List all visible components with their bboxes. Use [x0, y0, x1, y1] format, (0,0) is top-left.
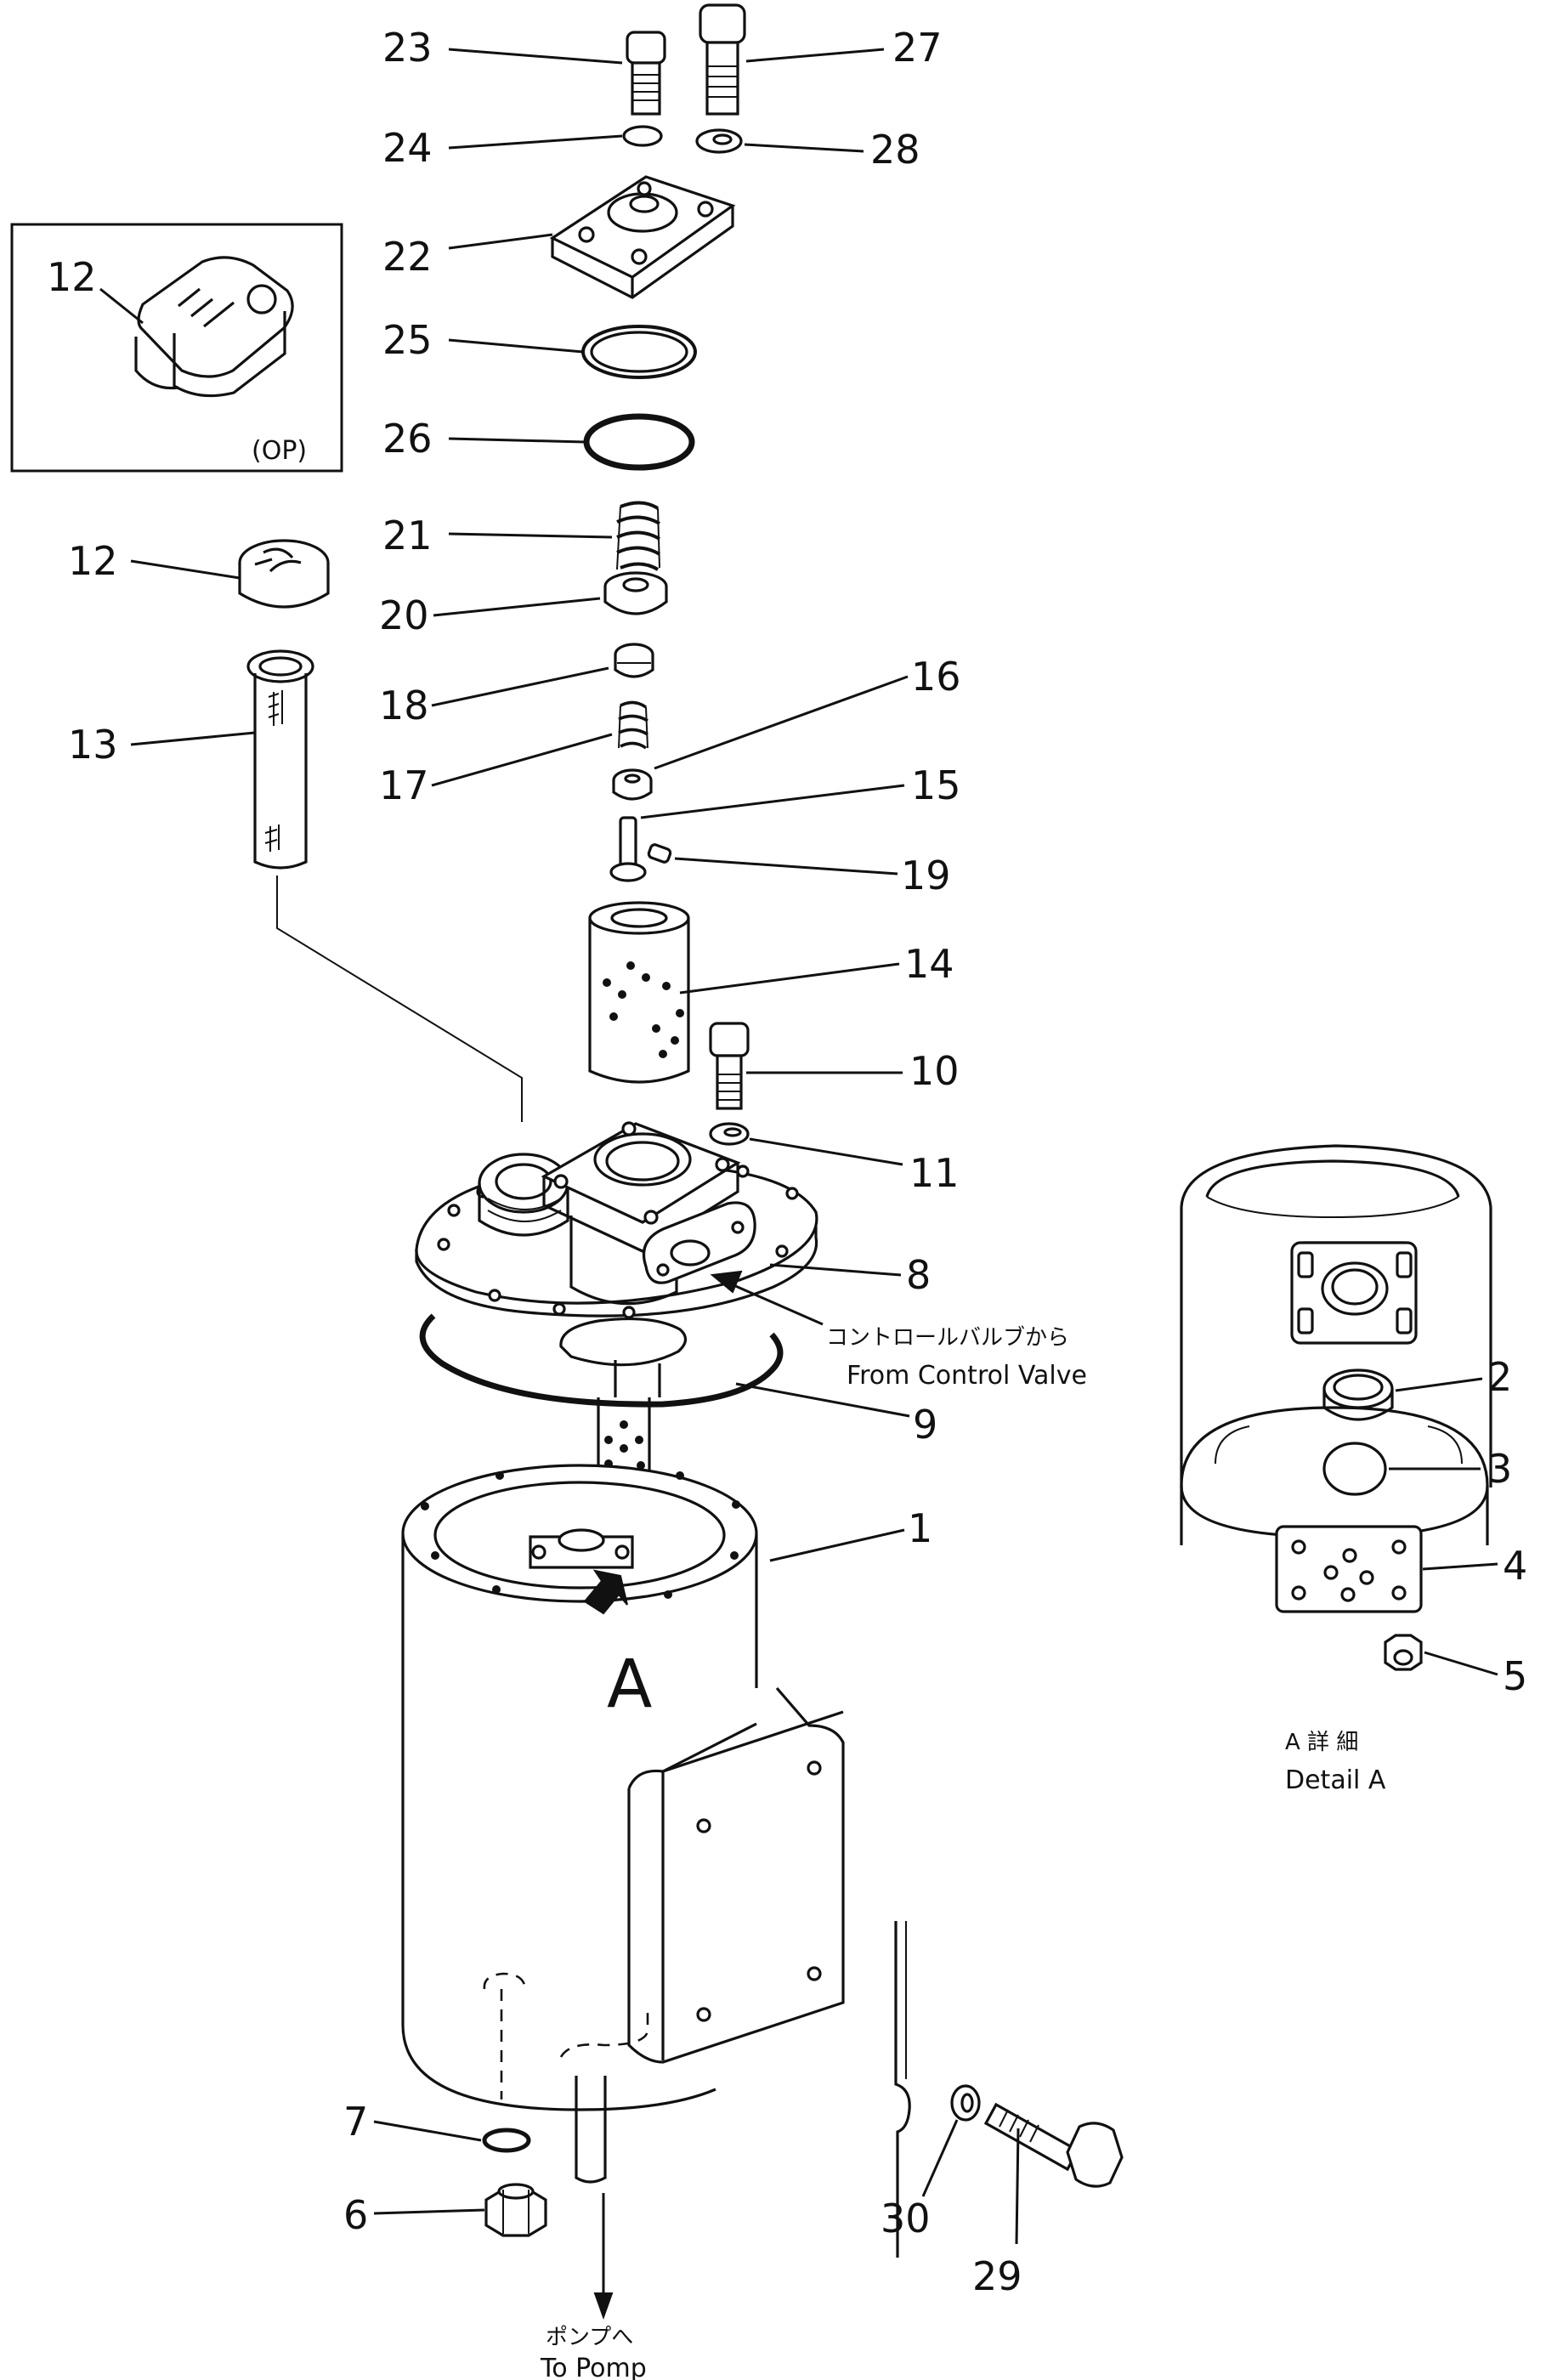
option-inset: 12 (OP)	[10, 223, 343, 473]
callout-12: 12	[68, 538, 118, 584]
callout-22: 22	[382, 234, 433, 280]
callout-15: 15	[911, 762, 961, 808]
from-control-valve-en-label: From Control Valve	[847, 1361, 1087, 1391]
callout-7: 7	[343, 2099, 368, 2145]
part-27-bolt-drawing	[699, 3, 746, 116]
callout-1: 1	[908, 1505, 932, 1551]
callout-13: 13	[68, 722, 118, 768]
mounting-bracket-edge-drawing	[894, 1921, 911, 2258]
part-14-sleeve-drawing	[588, 901, 690, 1084]
detail-a-jp-label: A 詳 細	[1285, 1730, 1358, 1755]
callout-9: 9	[913, 1402, 937, 1448]
part-24-o-ring-drawing	[622, 125, 663, 147]
to-pump-arrow	[593, 2193, 614, 2320]
part-25-seal-ring-drawing	[581, 325, 697, 379]
part-13-filler-tube-drawing	[246, 649, 314, 870]
part-28-washer-drawing	[695, 128, 743, 154]
callout-21: 21	[382, 513, 433, 558]
callout-20: 20	[379, 592, 429, 638]
part-10-bolt-drawing	[709, 1022, 750, 1110]
callout-12-inset: 12	[47, 254, 97, 300]
to-pump-en-label: To Pomp	[540, 2354, 647, 2380]
callout-30: 30	[881, 2196, 931, 2241]
part-30-washer-drawing	[950, 2084, 981, 2122]
part-8-head-cover-drawing	[415, 1121, 818, 1397]
callout-8: 8	[906, 1252, 931, 1298]
callout-23: 23	[382, 25, 433, 71]
from-control-valve-jp-label: コントロールバルブから	[826, 1325, 1069, 1351]
callout-14: 14	[904, 941, 954, 987]
callout-16: 16	[911, 654, 961, 700]
part-17-spring-drawing	[618, 700, 648, 750]
callout-25: 25	[382, 317, 433, 363]
callout-6: 6	[343, 2192, 368, 2238]
part-9-gasket-drawing	[419, 1313, 784, 1408]
part-4-plate-drawing	[1275, 1525, 1423, 1613]
callout-5: 5	[1503, 1653, 1527, 1699]
to-pump-jp-label: ポンプへ	[546, 2325, 633, 2350]
part-23-bolt-drawing	[626, 31, 666, 116]
callout-18: 18	[379, 683, 429, 728]
part-2-fitting-drawing	[1322, 1368, 1394, 1421]
part-20-seat-drawing	[603, 571, 668, 615]
part-7-o-ring-drawing	[482, 2128, 531, 2153]
from-control-valve-arrow	[710, 1270, 824, 1326]
callout-24: 24	[382, 125, 433, 171]
callout-28: 28	[870, 127, 920, 173]
callout-29: 29	[972, 2253, 1022, 2299]
callout-17: 17	[379, 762, 429, 808]
part-21-spring-drawing	[616, 501, 661, 571]
part-29-bolt-drawing	[983, 2102, 1124, 2188]
part-3-plug-drawing	[1322, 1442, 1387, 1496]
detail-a-tank-drawing	[1180, 1144, 1492, 1488]
option-label: (OP)	[252, 436, 307, 466]
part-15-pin-drawing	[609, 816, 647, 882]
part-19-pin-drawing	[647, 843, 672, 864]
part-22-cover-drawing	[549, 175, 736, 299]
part-18-poppet-drawing	[614, 643, 654, 678]
view-a-arrow	[583, 1569, 628, 1615]
filler-tube-guide-line	[276, 876, 523, 1122]
part-1-tank-body-drawing	[401, 1464, 845, 2184]
callout-11: 11	[909, 1150, 960, 1196]
part-16-seat-drawing	[612, 768, 653, 801]
callout-10: 10	[909, 1048, 960, 1094]
part-26-o-ring-drawing	[583, 413, 695, 471]
callout-4: 4	[1503, 1543, 1527, 1589]
part-5-nut-drawing	[1384, 1634, 1423, 1671]
part-11-washer-drawing	[709, 1122, 750, 1146]
part-6-plug-drawing	[484, 2183, 547, 2237]
callout-19: 19	[901, 853, 951, 898]
callout-27: 27	[892, 25, 943, 71]
callout-3: 3	[1487, 1446, 1512, 1492]
detail-a-en-label: Detail A	[1285, 1765, 1386, 1795]
callout-26: 26	[382, 416, 433, 462]
view-a-marker: A	[607, 1646, 652, 1723]
callout-2: 2	[1487, 1354, 1512, 1400]
detail-a-port-block-drawing	[1290, 1241, 1418, 1345]
part-12-option-cap-drawing	[134, 256, 294, 398]
part-12-cap-drawing	[238, 539, 330, 609]
